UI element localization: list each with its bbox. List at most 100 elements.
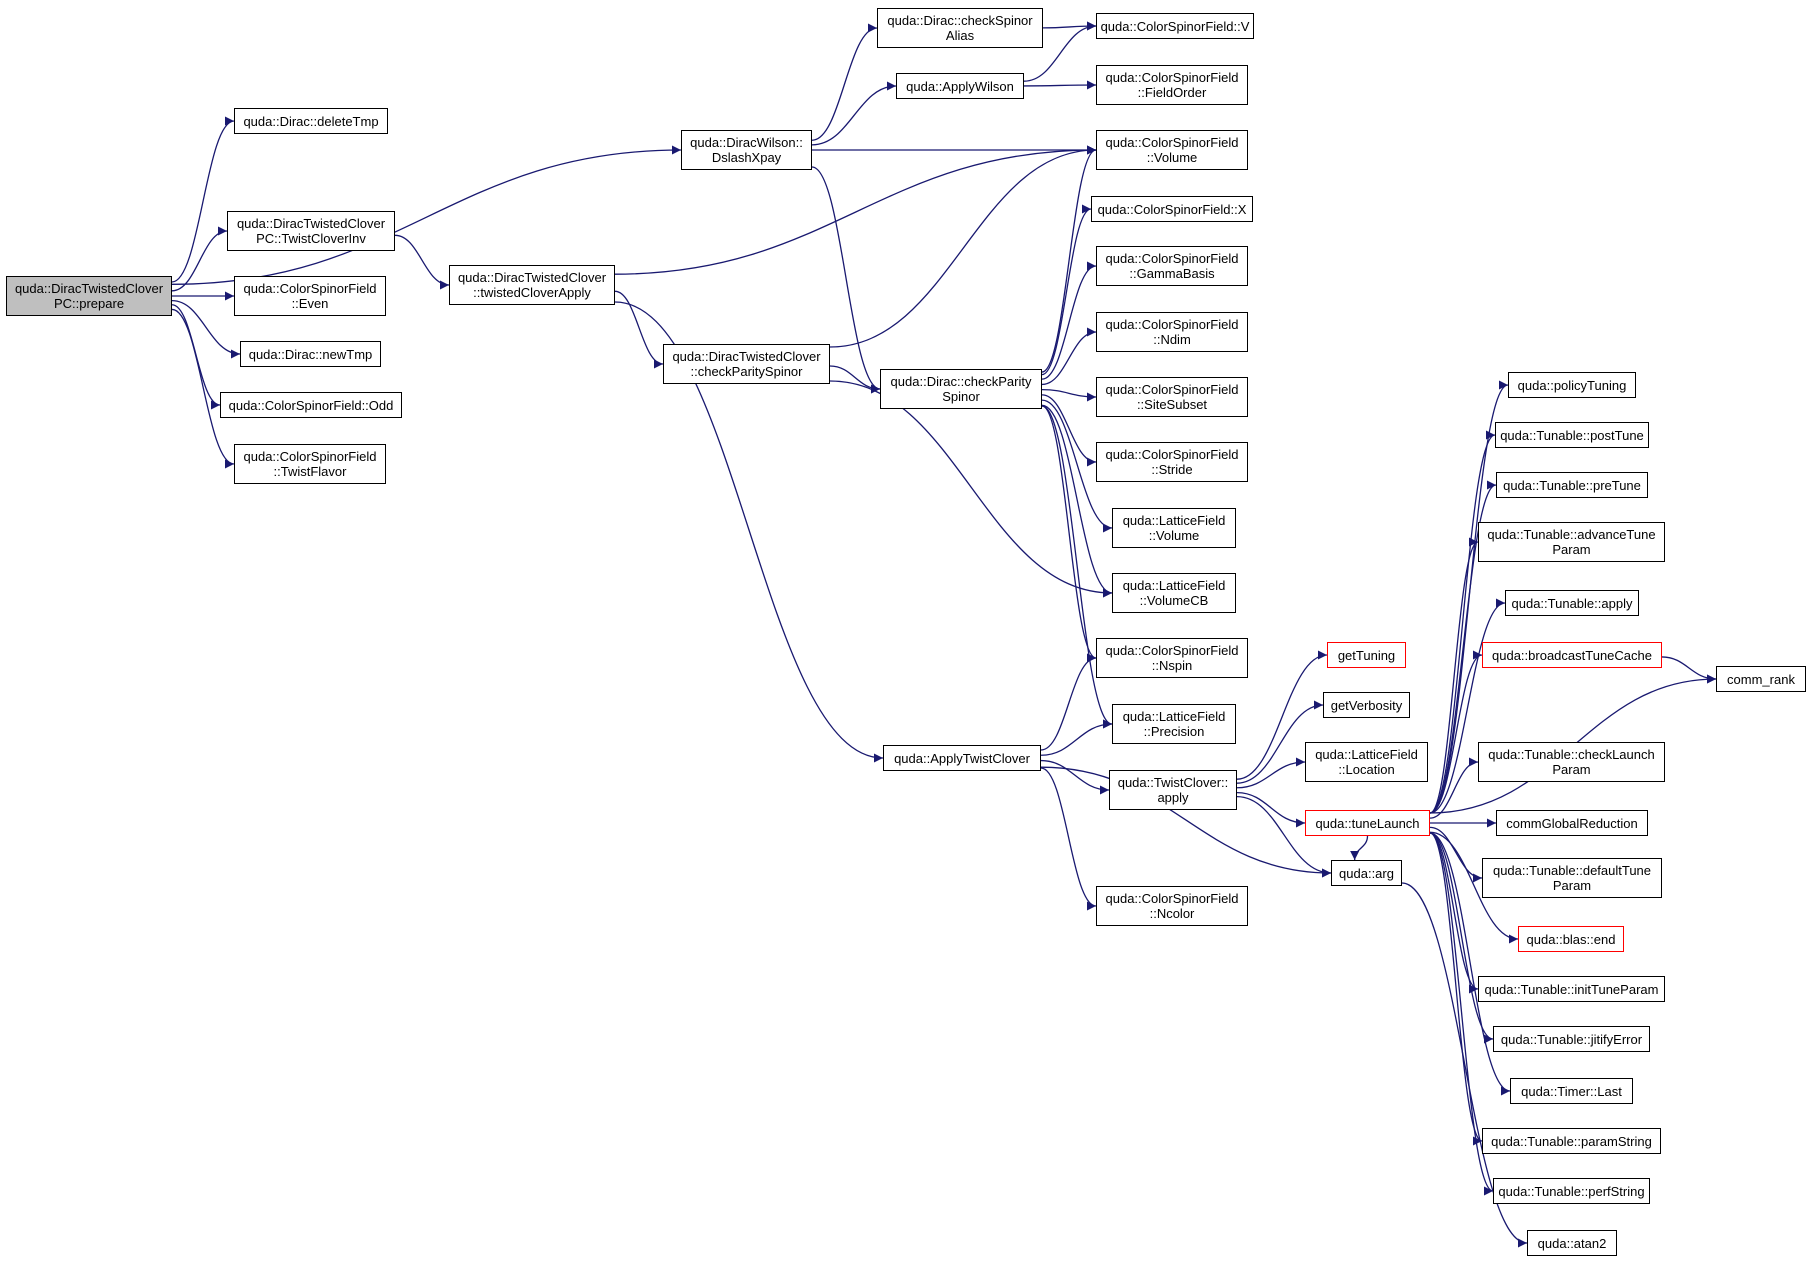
- edge-applyWilson-to-fieldOrder: [1023, 80, 1097, 90]
- node-label-line: Alias: [945, 28, 975, 43]
- node-stride[interactable]: quda::ColorSpinorField::Stride: [1096, 442, 1248, 482]
- node-broadcast-tune-cache[interactable]: quda::broadcastTuneCache: [1482, 642, 1662, 668]
- node-label-line: quda::Tunable::apply: [1511, 595, 1633, 611]
- node-label-line: Param: [1552, 762, 1591, 777]
- node-label-line: quda::Tunable::perfString: [1498, 1183, 1645, 1199]
- edge-tuneLaunch-to-defaultTuneParam: [1429, 826, 1483, 883]
- node-delete-tmp[interactable]: quda::Dirac::deleteTmp: [234, 108, 388, 134]
- node-check-parity-t-c[interactable]: quda::DiracTwistedClover::checkParitySpi…: [663, 344, 830, 384]
- node-label-line: quda::ColorSpinorField::Odd: [228, 397, 394, 413]
- edge-tuneLaunch-to-checkLaunchParam: [1429, 757, 1479, 819]
- node-get-verbosity[interactable]: getVerbosity: [1323, 692, 1410, 718]
- node-init-tune-param[interactable]: quda::Tunable::initTuneParam: [1478, 976, 1665, 1002]
- node-csf-v[interactable]: quda::ColorSpinorField::V: [1096, 13, 1254, 39]
- node-apply-wilson[interactable]: quda::ApplyWilson: [896, 73, 1024, 99]
- node-new-tmp[interactable]: quda::Dirac::newTmp: [240, 341, 381, 367]
- node-dslash-xpay[interactable]: quda::DiracWilson::DslashXpay: [681, 130, 812, 170]
- node-label-line: quda::ColorSpinorField: [1105, 643, 1239, 658]
- edge-tuneLaunch-to-tunableApply: [1429, 598, 1506, 814]
- node-arg[interactable]: quda::arg: [1331, 860, 1402, 886]
- node-timer-last[interactable]: quda::Timer::Last: [1510, 1078, 1633, 1104]
- node-label-line: commGlobalReduction: [1506, 815, 1638, 831]
- node-apply-twist-clover[interactable]: quda::ApplyTwistClover: [883, 745, 1041, 771]
- node-field-order[interactable]: quda::ColorSpinorField::FieldOrder: [1096, 65, 1248, 105]
- edge-applyWilson-to-csfV: [1023, 21, 1097, 82]
- node-lf-volume-c-b[interactable]: quda::LatticeField::VolumeCB: [1112, 573, 1236, 613]
- node-comm-rank[interactable]: comm_rank: [1716, 666, 1806, 692]
- node-location[interactable]: quda::LatticeField::Location: [1305, 742, 1428, 782]
- node-atan2[interactable]: quda::atan2: [1527, 1230, 1617, 1256]
- edge-checkParity-to-stride: [1041, 394, 1097, 467]
- node-label-line: PC::TwistCloverInv: [256, 231, 366, 246]
- edge-checkParity-to-ndim: [1041, 327, 1097, 386]
- node-blas-end[interactable]: quda::blas::end: [1518, 926, 1624, 952]
- node-lf-volume[interactable]: quda::LatticeField::Volume: [1112, 508, 1236, 548]
- edge-dslashXpay-to-applyWilson: [811, 81, 897, 146]
- node-label-line: quda::Tunable::defaultTune: [1492, 863, 1652, 878]
- node-label-line: quda::ColorSpinorField: [243, 449, 377, 464]
- node-precision[interactable]: quda::LatticeField::Precision: [1112, 704, 1236, 744]
- node-tune-launch[interactable]: quda::tuneLaunch: [1305, 810, 1430, 836]
- edge-checkParity-to-lfVolume: [1041, 399, 1113, 533]
- node-label-line: ::SiteSubset: [1136, 397, 1208, 412]
- node-label-line: ::TwistFlavor: [273, 464, 347, 479]
- node-perf-string[interactable]: quda::Tunable::perfString: [1493, 1178, 1650, 1204]
- node-csf-volume[interactable]: quda::ColorSpinorField::Volume: [1096, 130, 1248, 170]
- node-label-line: ::FieldOrder: [1137, 85, 1207, 100]
- edge-tuneLaunch-to-timerLast: [1429, 832, 1511, 1096]
- node-label-line: quda::Tunable::jitifyError: [1500, 1031, 1643, 1047]
- node-jitify-error[interactable]: quda::Tunable::jitifyError: [1493, 1026, 1650, 1052]
- node-ncolor[interactable]: quda::ColorSpinorField::Ncolor: [1096, 886, 1248, 926]
- node-label-line: Param: [1552, 878, 1592, 893]
- node-even[interactable]: quda::ColorSpinorField::Even: [234, 276, 386, 316]
- node-label-line: ::Ncolor: [1149, 906, 1195, 921]
- node-label-line: quda::Dirac::checkParity: [890, 374, 1032, 389]
- edge-twistCloverApply-to-getVerbosity: [1236, 700, 1324, 784]
- node-twist-clover-apply[interactable]: quda::TwistClover::apply: [1109, 770, 1237, 810]
- node-csf-x[interactable]: quda::ColorSpinorField::X: [1091, 196, 1253, 222]
- node-label-line: ::Volume: [1148, 528, 1200, 543]
- edge-tuneLaunch-to-initTuneParam: [1429, 832, 1479, 994]
- node-site-subset[interactable]: quda::ColorSpinorField::SiteSubset: [1096, 377, 1248, 417]
- edge-applyTwistClover-to-nspin: [1040, 653, 1097, 751]
- node-get-tuning[interactable]: getTuning: [1327, 642, 1406, 668]
- edge-twistCloverInv-to-twistedCloverApply: [394, 234, 450, 290]
- node-label-line: quda::Tunable::postTune: [1500, 427, 1644, 443]
- node-twist-flavor[interactable]: quda::ColorSpinorField::TwistFlavor: [234, 444, 386, 484]
- edge-checkParity-to-gammaBasis: [1041, 261, 1097, 380]
- edge-twistCloverApply-to-arg: [1236, 795, 1332, 878]
- node-policy-tuning[interactable]: quda::policyTuning: [1508, 372, 1636, 398]
- node-label-line: getTuning: [1337, 647, 1396, 663]
- edge-twistedCloverApply-to-csfVolume: [614, 145, 1097, 275]
- node-param-string[interactable]: quda::Tunable::paramString: [1482, 1128, 1661, 1154]
- edge-twistedCloverApply-to-applyTwistClover: [614, 301, 884, 763]
- edge-checkParity-to-precision: [1041, 405, 1113, 729]
- node-nspin[interactable]: quda::ColorSpinorField::Nspin: [1096, 638, 1248, 678]
- node-label-line: Param: [1552, 542, 1591, 557]
- node-label-line: getVerbosity: [1330, 697, 1403, 713]
- node-tunable-apply[interactable]: quda::Tunable::apply: [1505, 590, 1639, 616]
- node-label-line: quda::tuneLaunch: [1315, 815, 1420, 831]
- node-twisted-clover-apply[interactable]: quda::DiracTwistedClover::twistedCloverA…: [449, 265, 615, 305]
- node-label-line: quda::ApplyTwistClover: [894, 750, 1030, 766]
- edge-arg-to-atan2: [1401, 882, 1528, 1248]
- edge-checkParity-to-siteSubset: [1041, 388, 1097, 402]
- node-label-line: quda::ColorSpinorField: [1105, 891, 1239, 906]
- node-label-line: apply: [1157, 790, 1189, 805]
- node-label-line: quda::broadcastTuneCache: [1492, 647, 1652, 663]
- node-gamma-basis[interactable]: quda::ColorSpinorField::GammaBasis: [1096, 246, 1248, 286]
- node-odd[interactable]: quda::ColorSpinorField::Odd: [220, 392, 402, 418]
- node-label-line: ::Nspin: [1151, 658, 1193, 673]
- node-ndim[interactable]: quda::ColorSpinorField::Ndim: [1096, 312, 1248, 352]
- node-pre-tune[interactable]: quda::Tunable::preTune: [1496, 472, 1648, 498]
- node-label-line: ::VolumeCB: [1139, 593, 1209, 608]
- node-comm-global-reduction[interactable]: commGlobalReduction: [1496, 810, 1648, 836]
- node-post-tune[interactable]: quda::Tunable::postTune: [1495, 422, 1649, 448]
